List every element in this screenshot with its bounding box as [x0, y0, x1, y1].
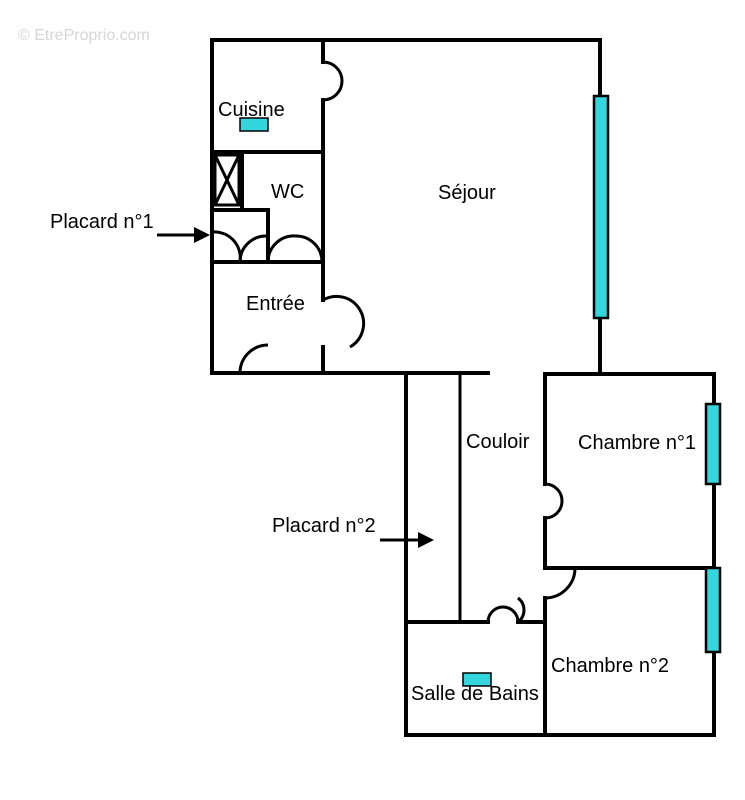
room-label-cuisine: Cuisine — [218, 99, 285, 121]
interior-walls — [210, 38, 716, 737]
room-label-couloir: Couloir — [466, 431, 530, 453]
windows — [592, 94, 722, 654]
room-label-entree: Entrée — [246, 293, 305, 315]
callout-label-placard-1: Placard n°1 — [50, 211, 154, 233]
watermark: © EtreProprio.com — [18, 27, 150, 44]
callout-label-placard-2: Placard n°2 — [272, 515, 376, 537]
callout-placard-1: Placard n°1 — [50, 211, 210, 243]
window-chambre-1 — [704, 402, 722, 486]
room-label-salle-de-bains: Salle de Bains — [411, 683, 539, 705]
window-chambre-2 — [704, 566, 722, 654]
kitchen-sink-fixture — [239, 117, 269, 132]
window-sejour — [592, 94, 610, 320]
storage-cabinet — [213, 153, 241, 207]
room-label-sejour: Séjour — [438, 182, 496, 204]
door-swings — [211, 60, 577, 624]
callout-placard-2: Placard n°2 — [272, 515, 434, 548]
room-label-wc: WC — [271, 181, 304, 203]
room-label-chambre-2: Chambre n°2 — [551, 655, 669, 677]
arrowhead-placard-1 — [194, 227, 210, 243]
arrowhead-placard-2 — [418, 532, 434, 548]
bathroom-sink-fixture — [462, 672, 492, 687]
room-label-chambre-1: Chambre n°1 — [578, 432, 696, 454]
outer-walls — [210, 38, 716, 737]
